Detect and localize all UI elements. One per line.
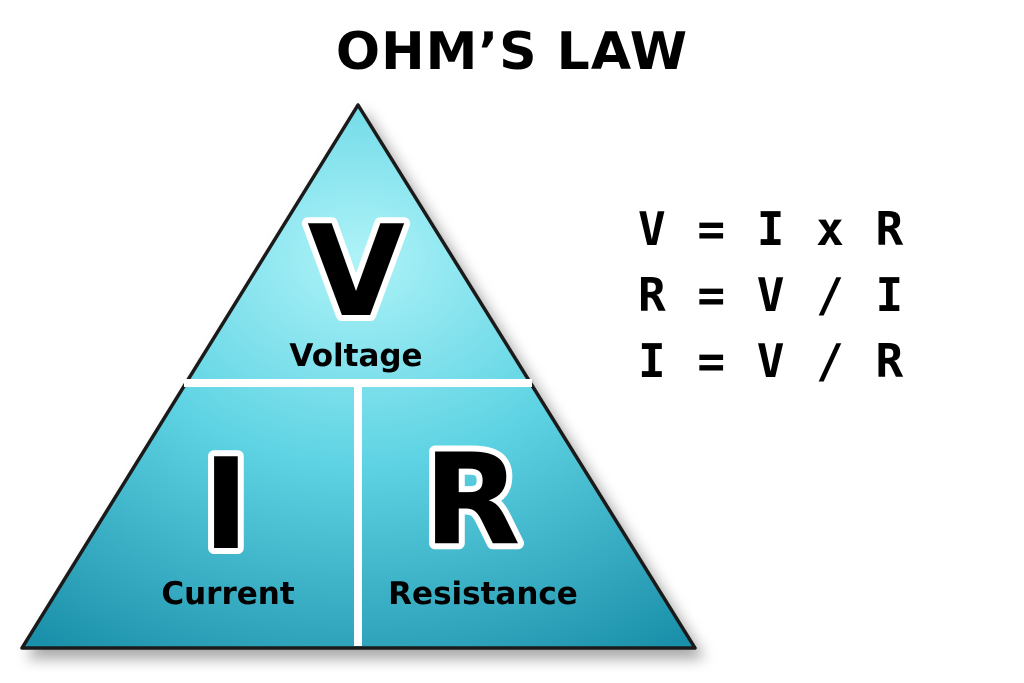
triangle-shape — [20, 103, 697, 650]
formula-current: I = V / R — [638, 334, 906, 388]
formula-list: V = I x R R = V / I I = V / R — [638, 196, 978, 394]
triangle-outline — [20, 103, 697, 650]
formula-voltage: V = I x R — [638, 202, 906, 256]
symbol-resistance: R — [423, 426, 520, 573]
symbol-current: I — [203, 431, 250, 578]
symbol-voltage: V — [307, 198, 405, 345]
label-voltage: Voltage — [289, 338, 422, 374]
label-current: Current — [161, 576, 294, 612]
page-title: OHM’S LAW — [335, 22, 689, 82]
formula-resistance: R = V / I — [638, 268, 906, 322]
label-resistance: Resistance — [388, 576, 578, 612]
